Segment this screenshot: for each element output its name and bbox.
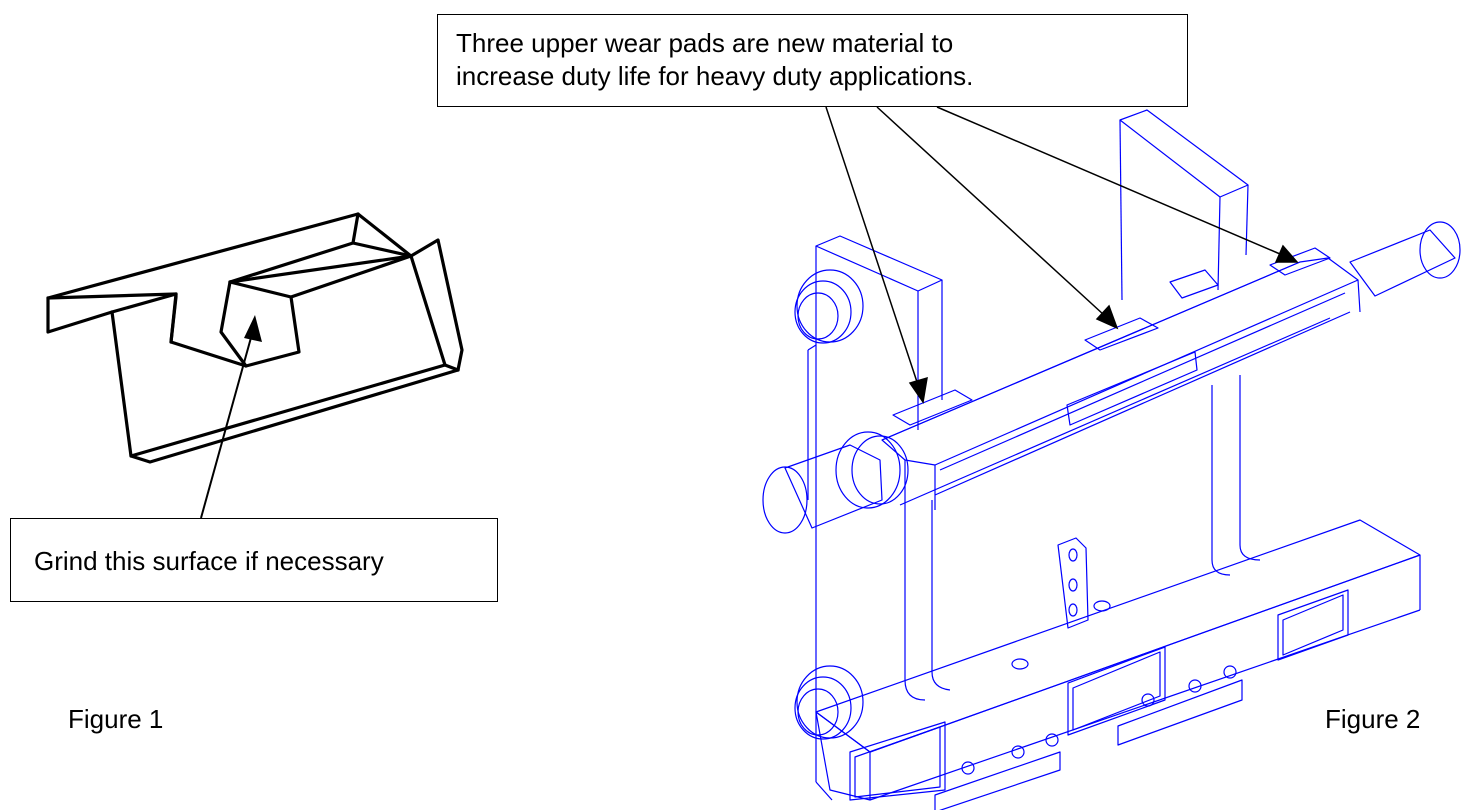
figure2-callout-line2: increase duty life for heavy duty applic…: [456, 61, 974, 91]
figure1-callout: Grind this surface if necessary: [10, 518, 498, 602]
figure1-callout-text: Grind this surface if necessary: [34, 546, 384, 576]
figure2-callout-line1: Three upper wear pads are new material t…: [456, 28, 954, 58]
figure2-label: Figure 2: [1325, 704, 1421, 734]
figure1-label: Figure 1: [68, 704, 164, 734]
figure2-callout: Three upper wear pads are new material t…: [437, 14, 1188, 107]
